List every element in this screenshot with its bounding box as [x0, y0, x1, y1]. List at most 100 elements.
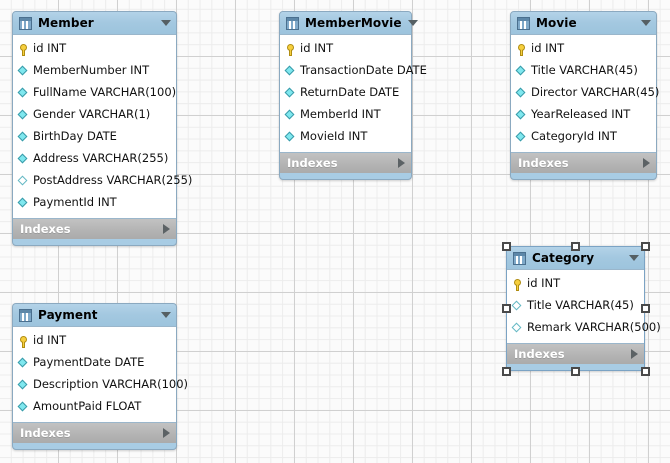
- field-row[interactable]: MemberNumber INT: [13, 60, 176, 82]
- entity-table-member[interactable]: Member id INT MemberNumber INT FullName VAR…: [12, 11, 192, 246]
- indexes-label: Indexes: [20, 426, 71, 440]
- entity-header[interactable]: Category: [507, 247, 644, 269]
- field-row[interactable]: Title VARCHAR(45): [507, 295, 644, 317]
- entity-field-list: id INT Title VARCHAR(45) Remark VARCHAR(50…: [507, 269, 661, 344]
- field-row[interactable]: TransactionDate DATE: [280, 60, 427, 82]
- field-label: id INT: [527, 276, 561, 291]
- entity-field-list: id INT Title VARCHAR(45) Director VARCHAR(…: [511, 34, 659, 153]
- field-row[interactable]: id INT: [511, 38, 656, 60]
- column-icon: [17, 357, 30, 370]
- field-label: Title VARCHAR(45): [531, 63, 638, 78]
- triangle-right-icon[interactable]: [631, 349, 638, 359]
- chevron-down-icon[interactable]: [161, 20, 171, 26]
- table-icon: [286, 16, 299, 30]
- field-label: Title VARCHAR(45): [527, 298, 634, 313]
- entity-header[interactable]: Payment: [13, 304, 176, 326]
- entity-indexes-bar[interactable]: Indexes: [507, 344, 644, 364]
- field-row[interactable]: PaymentDate DATE: [13, 352, 176, 374]
- resize-handle-n[interactable]: [571, 241, 580, 251]
- resize-handle-ne[interactable]: [640, 241, 650, 251]
- field-label: YearReleased INT: [531, 107, 631, 122]
- field-row[interactable]: YearReleased INT: [511, 104, 656, 126]
- field-row[interactable]: id INT: [280, 38, 411, 60]
- field-row[interactable]: Address VARCHAR(255): [13, 148, 176, 170]
- field-row[interactable]: Gender VARCHAR(1): [13, 104, 176, 126]
- field-row[interactable]: MovieId INT: [280, 126, 411, 148]
- entity-indexes-bar[interactable]: Indexes: [280, 153, 411, 173]
- resize-handle-w[interactable]: [501, 304, 511, 313]
- entity-indexes-bar[interactable]: Indexes: [511, 153, 656, 173]
- resize-handle-e[interactable]: [640, 304, 650, 313]
- field-row[interactable]: PaymentId INT: [13, 192, 176, 214]
- chevron-down-icon[interactable]: [407, 20, 418, 26]
- table-icon: [517, 16, 530, 30]
- entity-title: Category: [532, 251, 595, 265]
- key-icon: [284, 43, 297, 56]
- triangle-right-icon[interactable]: [163, 428, 170, 438]
- field-row[interactable]: Remark VARCHAR(500): [507, 317, 661, 339]
- entity-title: Payment: [38, 308, 98, 322]
- column-icon: [284, 65, 297, 78]
- field-label: id INT: [33, 41, 67, 56]
- field-row[interactable]: Title VARCHAR(45): [511, 60, 656, 82]
- field-label: ReturnDate DATE: [300, 85, 400, 100]
- indexes-label: Indexes: [514, 347, 565, 361]
- resize-handle-nw[interactable]: [501, 241, 511, 251]
- chevron-down-icon[interactable]: [161, 312, 171, 318]
- entity-table-movie[interactable]: Movie id INT Title VARCHAR(45) Director VAR…: [510, 11, 659, 180]
- resize-handle-se[interactable]: [640, 366, 650, 376]
- field-label: Address VARCHAR(255): [33, 151, 169, 166]
- entity-indexes-bar[interactable]: Indexes: [13, 423, 176, 443]
- table-icon: [19, 308, 32, 322]
- nullable-column-icon: [511, 300, 524, 313]
- field-row[interactable]: MemberId INT: [280, 104, 411, 126]
- field-label: FullName VARCHAR(100): [33, 85, 177, 100]
- column-icon: [284, 131, 297, 144]
- field-row[interactable]: Director VARCHAR(45): [511, 82, 659, 104]
- nullable-column-icon: [511, 322, 524, 335]
- field-label: Gender VARCHAR(1): [33, 107, 151, 122]
- column-icon: [284, 109, 297, 122]
- entity-header[interactable]: MemberMovie: [280, 12, 418, 34]
- field-label: Remark VARCHAR(500): [527, 320, 661, 335]
- entity-header[interactable]: Movie: [511, 12, 656, 34]
- column-icon: [17, 197, 30, 210]
- key-icon: [17, 43, 30, 56]
- key-icon: [511, 278, 524, 291]
- chevron-down-icon[interactable]: [641, 20, 651, 26]
- field-row[interactable]: ReturnDate DATE: [280, 82, 411, 104]
- entity-title: Member: [38, 16, 94, 30]
- entity-header[interactable]: Member: [13, 12, 176, 34]
- entity-title: Movie: [536, 16, 577, 30]
- field-label: MovieId INT: [300, 129, 368, 144]
- field-row[interactable]: BirthDay DATE: [13, 126, 176, 148]
- entity-table-category[interactable]: Category id INT Title VARCHAR(45) Remark VA…: [506, 246, 661, 371]
- field-label: PaymentId INT: [33, 195, 117, 210]
- triangle-right-icon[interactable]: [643, 158, 650, 168]
- entity-indexes-bar[interactable]: Indexes: [13, 219, 176, 239]
- entity-table-membermovie[interactable]: MemberMovie id INT TransactionDate DATE Ret…: [279, 11, 427, 180]
- field-row[interactable]: CategoryId INT: [511, 126, 656, 148]
- indexes-label: Indexes: [287, 156, 338, 170]
- field-label: id INT: [33, 333, 67, 348]
- field-label: MemberNumber INT: [33, 63, 150, 78]
- field-row[interactable]: Description VARCHAR(100): [13, 374, 188, 396]
- triangle-right-icon[interactable]: [163, 224, 170, 234]
- field-row[interactable]: AmountPaid FLOAT: [13, 396, 176, 418]
- field-label: BirthDay DATE: [33, 129, 117, 144]
- resize-handle-sw[interactable]: [501, 366, 511, 376]
- field-label: AmountPaid FLOAT: [33, 399, 142, 414]
- field-row[interactable]: PostAddress VARCHAR(255): [13, 170, 192, 192]
- resize-handle-s[interactable]: [571, 366, 580, 376]
- chevron-down-icon[interactable]: [629, 255, 639, 261]
- field-row[interactable]: FullName VARCHAR(100): [13, 82, 176, 104]
- field-label: id INT: [300, 41, 334, 56]
- entity-title: MemberMovie: [305, 16, 402, 30]
- field-row[interactable]: id INT: [13, 38, 176, 60]
- triangle-right-icon[interactable]: [398, 158, 405, 168]
- field-row[interactable]: id INT: [13, 330, 176, 352]
- field-label: PostAddress VARCHAR(255): [33, 173, 193, 188]
- field-row[interactable]: id INT: [507, 273, 644, 295]
